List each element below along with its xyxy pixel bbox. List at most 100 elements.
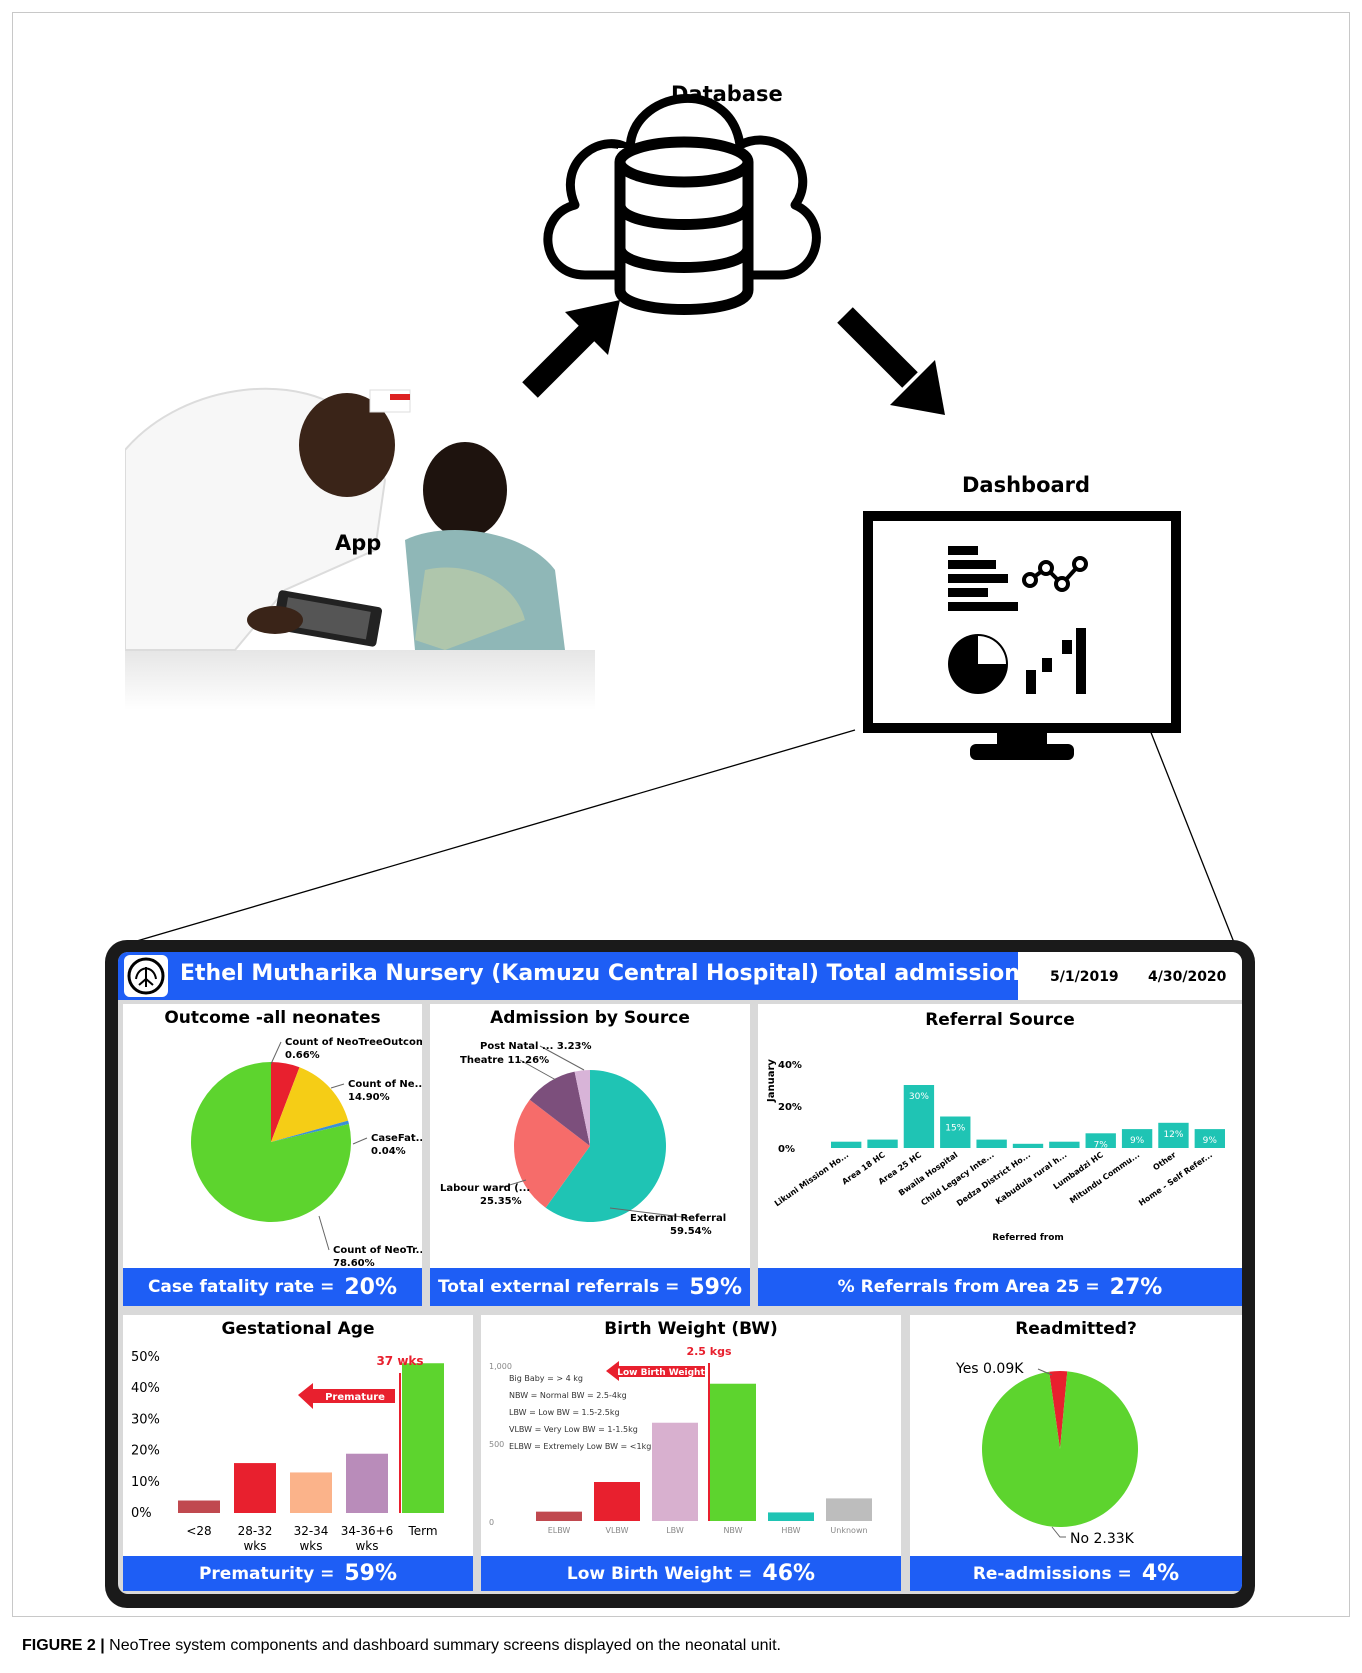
legend-item: VLBW = Very Low BW = 1-1.5kg xyxy=(509,1425,638,1434)
y-tick-label: 40% xyxy=(778,1060,802,1071)
admission-footer: Total external referrals = 59% xyxy=(430,1268,750,1306)
header-bar xyxy=(118,952,1018,1000)
bar xyxy=(940,1116,971,1148)
x-tick-label: Unknown xyxy=(830,1526,867,1535)
x-tick-label: HBW xyxy=(781,1526,800,1535)
slice-value: 0.04% xyxy=(371,1146,406,1157)
date-end[interactable]: 4/30/2020 xyxy=(1148,969,1227,985)
admission-panel: Admission by Source Post Natal ... 3.23%… xyxy=(430,1004,750,1268)
y-tick-label: 500 xyxy=(489,1440,504,1449)
lbw-arrow-icon xyxy=(606,1361,705,1381)
bar xyxy=(1049,1141,1080,1148)
y-tick-label: 10% xyxy=(131,1475,160,1490)
pie-slice xyxy=(190,1062,351,1222)
data-label: 7% xyxy=(1094,1140,1109,1150)
y-tick-label: 0% xyxy=(778,1144,795,1155)
readmitted-title: Readmitted? xyxy=(1015,1319,1137,1339)
bar xyxy=(652,1422,698,1521)
pie-slice xyxy=(514,1099,590,1208)
leader-line xyxy=(519,1059,557,1081)
monitor-icon xyxy=(863,511,1181,760)
outcome-pie-chart: Count of NeoTreeOutcom... 0.66% Count of N… xyxy=(190,1037,422,1268)
bar xyxy=(402,1363,444,1513)
bar xyxy=(290,1472,332,1513)
bar xyxy=(178,1500,220,1513)
slice-label: Count of Ne... xyxy=(348,1079,422,1090)
bar xyxy=(1012,1143,1044,1148)
y-tick-label: 0% xyxy=(131,1506,152,1521)
x-tick-label: wks xyxy=(299,1539,322,1553)
bar xyxy=(1194,1129,1225,1148)
arrow-up-right-icon xyxy=(522,300,620,398)
hospital-logo-icon xyxy=(124,955,168,997)
slice-label: Count of NeoTreeOutcom... xyxy=(285,1037,422,1048)
bar xyxy=(976,1139,1007,1148)
date-start[interactable]: 5/1/2019 xyxy=(1050,969,1119,985)
admission-pie-chart: Post Natal ... 3.23%Theatre 11.26%Labour… xyxy=(440,1041,726,1237)
bar xyxy=(1121,1129,1153,1148)
bar xyxy=(826,1498,872,1521)
threshold-label: 2.5 kgs xyxy=(686,1345,732,1358)
referral-footer-label: % Referrals from Area 25 = xyxy=(837,1277,1100,1297)
x-tick-label: LBW xyxy=(666,1526,684,1535)
slice-label-no: No 2.33K xyxy=(1070,1531,1135,1547)
y-tick-label: 1,000 xyxy=(489,1362,512,1371)
gestational-footer-value: 59% xyxy=(344,1561,398,1586)
pie-slice xyxy=(982,1371,1138,1527)
threshold-label: 37 wks xyxy=(376,1354,423,1368)
bar xyxy=(831,1141,862,1148)
pie-slice xyxy=(529,1071,590,1146)
y-tick-label: 20% xyxy=(778,1102,802,1113)
arrow-label: Premature xyxy=(325,1392,385,1403)
arrow-label: Low Birth Weight xyxy=(617,1368,705,1378)
bar xyxy=(1158,1122,1189,1148)
y-tick-label: 20% xyxy=(131,1444,160,1459)
premature-arrow-icon xyxy=(298,1383,395,1409)
pie-slice xyxy=(545,1070,666,1222)
legend-item: NBW = Normal BW = 2.5-4kg xyxy=(509,1391,627,1400)
bar xyxy=(768,1512,814,1521)
data-label: 15% xyxy=(945,1124,965,1134)
referral-footer: % Referrals from Area 25 = 27% xyxy=(758,1268,1242,1306)
slice-value: 0.66% xyxy=(285,1050,320,1061)
x-tick-label: NBW xyxy=(723,1526,742,1535)
data-label: 30% xyxy=(909,1092,929,1102)
readmitted-footer: Re-admissions = 4% xyxy=(910,1556,1242,1591)
birthweight-title: Birth Weight (BW) xyxy=(604,1319,778,1339)
bar xyxy=(1085,1133,1116,1148)
leader-line xyxy=(270,1041,282,1065)
admission-footer-value: 59% xyxy=(689,1274,743,1300)
outcome-footer-label: Case fatality rate = xyxy=(147,1277,335,1297)
pie-slice xyxy=(1049,1371,1068,1449)
y-tick-label: 30% xyxy=(131,1412,160,1427)
caption-text: NeoTree system components and dashboard … xyxy=(109,1637,781,1654)
data-label: 9% xyxy=(1203,1136,1218,1146)
x-tick-label: Other xyxy=(1151,1150,1177,1172)
date-range: 5/1/2019 4/30/2020 xyxy=(1018,952,1242,1000)
leader-line xyxy=(330,1083,345,1089)
leader-line xyxy=(318,1215,330,1251)
x-tick-label: VLBW xyxy=(605,1526,628,1535)
bar xyxy=(536,1511,582,1521)
birthweight-footer-label: Low Birth Weight = xyxy=(566,1563,753,1584)
leader-line xyxy=(499,1179,527,1189)
app-photo: App xyxy=(125,387,595,710)
data-label: 9% xyxy=(1130,1136,1145,1146)
readmitted-footer-label: Re-admissions = xyxy=(972,1563,1132,1584)
slice-label: Count of NeoTr... xyxy=(333,1245,422,1256)
leader-line xyxy=(1051,1526,1066,1538)
slice-value: 78.60% xyxy=(333,1258,375,1268)
pie-slice xyxy=(271,1067,349,1142)
readmitted-footer-value: 4% xyxy=(1141,1561,1180,1586)
data-label: 12% xyxy=(1163,1130,1183,1140)
outcome-footer-value: 20% xyxy=(344,1274,398,1300)
legend-item: ELBW = Extremely Low BW = <1kg xyxy=(509,1442,651,1451)
figure-number: FIGURE 2 | xyxy=(22,1637,105,1654)
